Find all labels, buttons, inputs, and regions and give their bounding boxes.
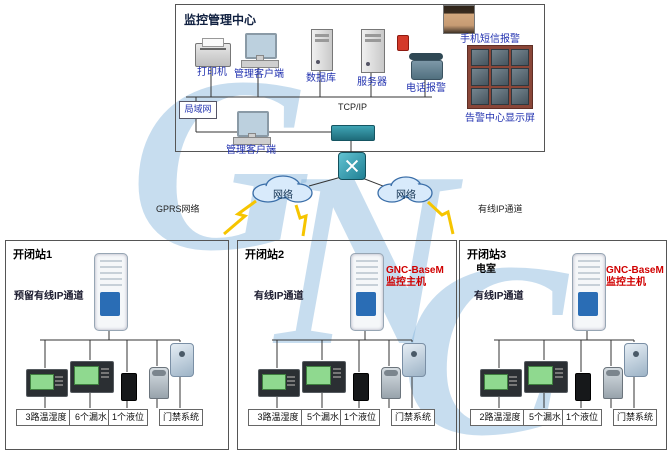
host-logo-badge — [100, 292, 120, 316]
network-switch-icon — [331, 125, 375, 141]
sensor-label: 5个漏水 — [301, 409, 345, 426]
station-panel-3: 开闭站3 电室 有线IP通道 GNC-BaseM 监控主机 2路温湿度 5个漏水… — [459, 240, 667, 450]
sms-alarm-label: 手机短信报警 — [460, 34, 520, 45]
leak-controller-icon — [524, 361, 568, 393]
sensor-label: 门禁系统 — [391, 409, 435, 426]
alarm-beacon-icon — [397, 35, 409, 51]
keyboard — [241, 60, 279, 68]
wired-ip-label: 有线IP通道 — [478, 204, 523, 214]
core-router-icon — [338, 152, 366, 180]
client1-label: 管理客户端 — [234, 69, 284, 80]
database-server-icon — [311, 29, 333, 71]
telephone-icon — [411, 60, 443, 80]
control-center-panel: 监控管理中心 打印机 管理客户端 数据库 服务器 电话报警 手机短信报警 告警中… — [175, 4, 545, 156]
liquid-level-sensor-icon — [381, 367, 401, 399]
door-access-icon — [402, 343, 426, 377]
printer-icon — [195, 38, 231, 67]
sensor-label: 1个液位 — [340, 409, 380, 426]
keyboard — [233, 137, 271, 145]
lan-label: 局域网 — [179, 101, 217, 119]
host-logo-badge — [578, 292, 598, 316]
lcd-screen — [306, 366, 332, 385]
host-name-label: 监控主机 — [606, 277, 646, 288]
sensor-label: 2路温湿度 — [470, 409, 530, 426]
leak-controller-icon — [70, 361, 114, 393]
tcpip-label: TCP/IP — [338, 102, 368, 112]
temp-humidity-controller-icon — [26, 369, 68, 397]
display-wall-icon — [467, 45, 533, 109]
leak-sensor-icon — [121, 373, 137, 401]
sensor-label: 3路温湿度 — [16, 409, 76, 426]
station-title: 开闭站1 — [13, 249, 53, 261]
temp-humidity-controller-icon — [480, 369, 522, 397]
temp-humidity-controller-icon — [258, 369, 300, 397]
printer-label: 打印机 — [197, 67, 227, 78]
gprs-network-label: GPRS网络 — [156, 204, 200, 214]
station-title: 开闭站2 — [245, 249, 285, 261]
sensor-label: 1个液位 — [108, 409, 148, 426]
leak-controller-icon — [302, 361, 346, 393]
station-subtitle: 电室 — [476, 264, 496, 275]
monitoring-host-icon — [572, 253, 606, 331]
lcd-screen — [30, 374, 54, 391]
host-vents — [100, 260, 122, 286]
host-model-label: GNC-BaseM — [386, 265, 444, 276]
host-name-label: 监控主机 — [386, 277, 426, 288]
database-label: 数据库 — [306, 73, 336, 84]
gprs-cloud-label: 网络 — [273, 190, 293, 201]
client2-label: 管理客户端 — [226, 145, 276, 156]
monitoring-host-icon — [94, 253, 128, 331]
host-model-label: GNC-BaseM — [606, 265, 664, 276]
sensor-label: 门禁系统 — [159, 409, 203, 426]
host-vents — [578, 260, 600, 286]
lcd-screen — [528, 366, 554, 385]
server-icon — [361, 29, 385, 73]
client-computer-icon — [237, 111, 269, 137]
watermark-letter: G — [130, 26, 311, 303]
phone-alarm-label: 电话报警 — [406, 83, 446, 94]
sensor-label: 门禁系统 — [613, 409, 657, 426]
door-access-icon — [170, 343, 194, 377]
liquid-level-sensor-icon — [149, 367, 169, 399]
station-title: 开闭站3 — [467, 249, 507, 261]
leak-sensor-icon — [353, 373, 369, 401]
telephone-handset-icon — [409, 53, 443, 60]
channel-label: 预留有线IP通道 — [14, 291, 84, 302]
station-panel-1: 开闭站1 预留有线IP通道 3路温湿度 6个漏水 1个液位 门禁系统 — [5, 240, 229, 450]
server-label: 服务器 — [357, 77, 387, 88]
panel-title: 监控管理中心 — [184, 13, 257, 27]
liquid-level-sensor-icon — [603, 367, 623, 399]
sensor-label: 1个液位 — [562, 409, 602, 426]
monitoring-host-icon — [350, 253, 384, 331]
host-logo-badge — [356, 292, 376, 316]
channel-label: 有线IP通道 — [474, 291, 524, 302]
sensor-label: 6个漏水 — [69, 409, 113, 426]
channel-label: 有线IP通道 — [254, 291, 304, 302]
station-panel-2: 开闭站2 有线IP通道 GNC-BaseM 监控主机 3路温湿度 5个漏水 1个… — [237, 240, 457, 450]
sensor-label: 5个漏水 — [523, 409, 567, 426]
wired-cloud-label: 网络 — [396, 190, 416, 201]
leak-sensor-icon — [575, 373, 591, 401]
lcd-screen — [74, 366, 100, 385]
door-access-icon — [624, 343, 648, 377]
display-wall-label: 告警中心显示屏 — [465, 113, 535, 124]
lcd-screen — [262, 374, 286, 391]
host-vents — [356, 260, 378, 286]
operator-photo — [443, 5, 475, 34]
sensor-label: 3路温湿度 — [248, 409, 308, 426]
lcd-screen — [484, 374, 508, 391]
